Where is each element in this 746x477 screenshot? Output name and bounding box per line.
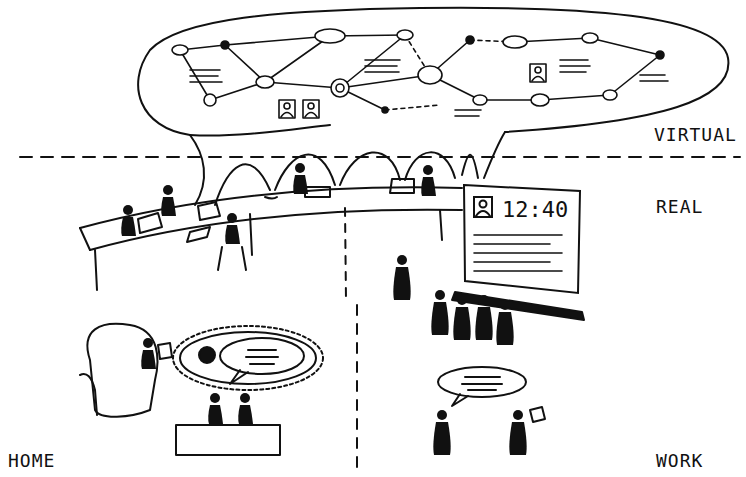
cloud-outline [138,8,728,135]
cloud-tendril [190,135,204,205]
cloud-tendril [462,155,478,178]
region-label: VIRTUAL [654,124,737,145]
screen-time: 12:40 [502,197,568,222]
region-label: HOME [8,450,55,471]
network [172,29,668,118]
work-scene [433,367,545,455]
screen-box: 12:40 [462,183,584,295]
divider-line [20,156,740,158]
divider-line [356,305,358,470]
region-label: REAL [656,196,703,217]
meeting-table [80,179,462,300]
screen-base [452,292,584,320]
region-label: WORK [656,450,703,471]
people [121,163,513,345]
cloud-tendril [484,132,505,178]
cloud-tendril [190,125,330,136]
home-scene [80,324,323,455]
